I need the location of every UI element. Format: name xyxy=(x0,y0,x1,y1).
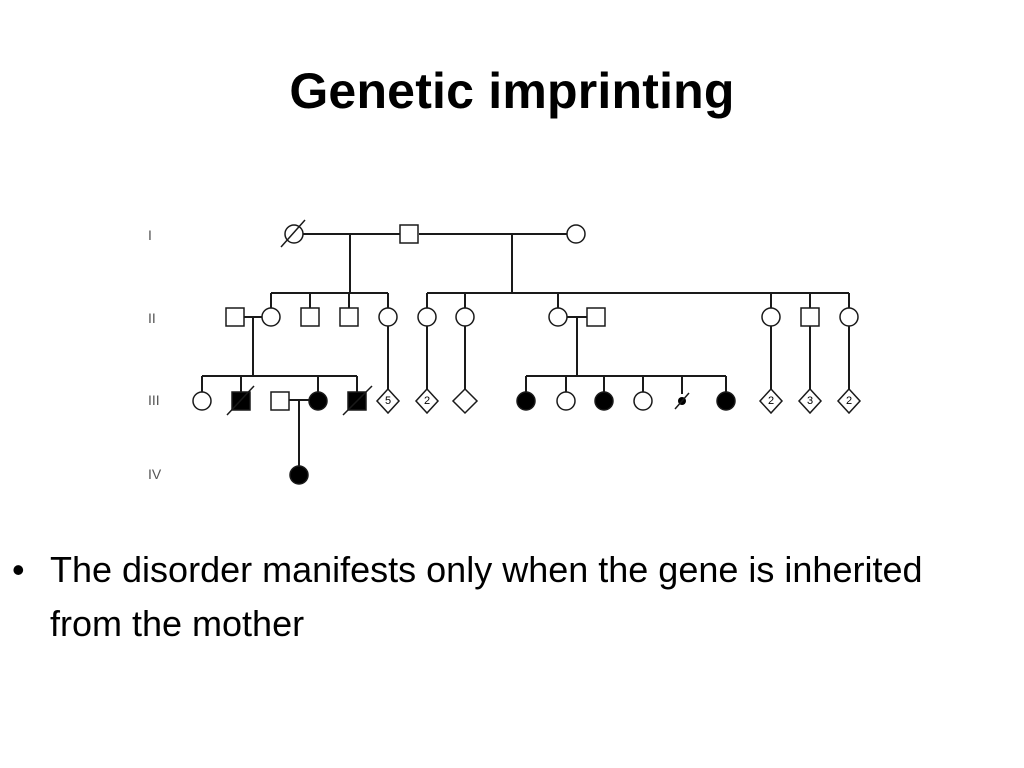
pedigree-individual-iii-12 xyxy=(633,391,653,411)
pedigree-diamond-group-3: 2 xyxy=(758,387,784,415)
pedigree-chart: I II III IV 5 2 xyxy=(148,219,862,485)
pedigree-individual-iii-2 xyxy=(226,385,255,416)
generation-label-ii: II xyxy=(148,310,156,326)
pedigree-individual-iii-3 xyxy=(270,391,290,411)
pedigree-individual-iv-1 xyxy=(289,465,309,485)
diamond-count: 3 xyxy=(807,395,813,407)
generation-label-iii: III xyxy=(148,392,160,408)
generation-label-iv: IV xyxy=(148,466,162,482)
pedigree-individual-iii-11 xyxy=(594,391,614,411)
pedigree-diamond-group-4: 3 xyxy=(797,387,823,415)
pedigree-individual-ii-8 xyxy=(548,307,568,327)
pedigree-individual-i-3 xyxy=(566,224,586,244)
diamond-count: 2 xyxy=(424,395,430,407)
pedigree-individual-ii-5 xyxy=(378,307,398,327)
pedigree-individual-iii-9 xyxy=(516,391,536,411)
pedigree-individual-ii-7 xyxy=(455,307,475,327)
pedigree-individual-ii-10 xyxy=(761,307,781,327)
pedigree-individual-ii-3 xyxy=(300,307,320,327)
pedigree-individual-i-2 xyxy=(399,224,419,244)
pedigree-diamond-group-1: 5 xyxy=(375,387,401,415)
pedigree-diamond-group-2: 2 xyxy=(414,387,440,415)
pedigree-individual-iii-4 xyxy=(308,391,328,411)
pedigree-individual-ii-6 xyxy=(417,307,437,327)
pedigree-individual-ii-4 xyxy=(339,307,359,327)
deceased-slash xyxy=(342,385,373,416)
pedigree-individual-iii-5 xyxy=(342,385,373,416)
diamond-count: 2 xyxy=(768,395,774,407)
pedigree-individual-iii-13 xyxy=(674,392,690,410)
bullet-marker: • xyxy=(12,549,25,590)
pedigree-individual-ii-9 xyxy=(586,307,606,327)
pedigree-individual-iii-10 xyxy=(556,391,576,411)
deceased-slash xyxy=(280,219,306,248)
bullet-text: The disorder manifests only when the gen… xyxy=(50,549,923,644)
pedigree-individual-iii-14 xyxy=(716,391,736,411)
slide-title: Genetic imprinting xyxy=(289,63,735,119)
pedigree-individual-iii-1 xyxy=(192,391,212,411)
pedigree-individual-ii-2 xyxy=(261,307,281,327)
diamond-count: 5 xyxy=(385,395,391,407)
deceased-slash xyxy=(226,385,255,416)
pedigree-individual-i-1 xyxy=(280,219,306,248)
generation-label-i: I xyxy=(148,227,152,243)
pedigree-diamond-single xyxy=(451,387,479,415)
pedigree-diamond-group-5: 2 xyxy=(836,387,862,415)
pedigree-individual-ii-1 xyxy=(225,307,245,327)
deceased-slash xyxy=(674,392,690,410)
pedigree-individual-ii-12 xyxy=(839,307,859,327)
diamond-count: 2 xyxy=(846,395,852,407)
pedigree-individual-ii-11 xyxy=(800,307,820,327)
